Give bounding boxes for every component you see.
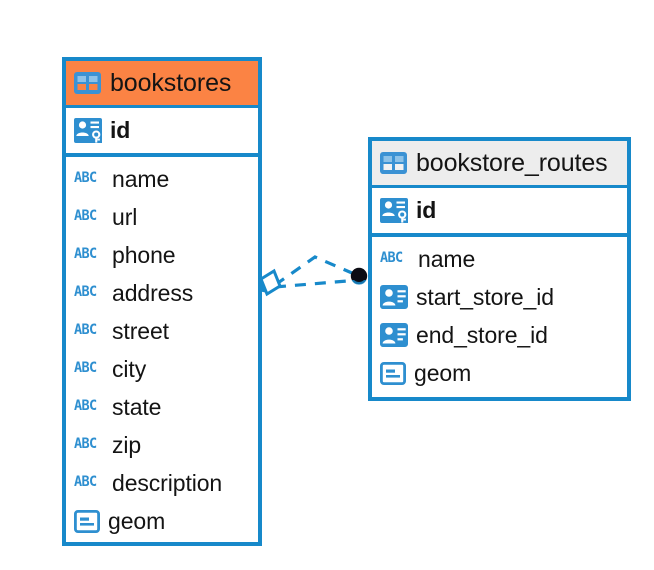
table-icon [380, 152, 407, 174]
geometry-icon [380, 361, 406, 385]
field-label: geom [108, 507, 166, 534]
entity-title: bookstore_routes [416, 148, 608, 177]
relationship-line-upper [274, 255, 360, 287]
field-row-url[interactable]: ABC url [66, 198, 258, 236]
entity-title: bookstores [110, 68, 232, 97]
field-row-geom[interactable]: geom [66, 502, 258, 540]
abc-text-icon: ABC [380, 249, 403, 267]
field-label: address [112, 279, 194, 306]
field-row-city[interactable]: ABC city [66, 350, 258, 388]
field-list-bookstores: ABC name ABC url ABC phone ABC address A… [66, 157, 258, 542]
field-label: id [110, 116, 131, 143]
field-label: street [112, 317, 169, 344]
field-row-end-store-id[interactable]: end_store_id [372, 316, 627, 354]
field-label: name [112, 165, 170, 192]
field-row-id[interactable]: id [372, 191, 627, 229]
abc-text-icon: ABC [74, 359, 97, 377]
abc-text-icon: ABC [74, 473, 97, 491]
field-row-start-store-id[interactable]: start_store_id [372, 278, 627, 316]
field-label: url [112, 203, 138, 230]
foreign-key-icon [380, 285, 408, 309]
field-row-state[interactable]: ABC state [66, 388, 258, 426]
field-row-id[interactable]: id [66, 111, 258, 149]
entity-table-bookstores[interactable]: bookstores id ABC nam [62, 57, 262, 546]
field-list-bookstore-routes: ABC name start_store_id [372, 237, 627, 394]
field-label: city [112, 355, 147, 382]
field-row-geom[interactable]: geom [372, 354, 627, 392]
entity-table-bookstore-routes[interactable]: bookstore_routes id ABC [368, 137, 631, 401]
table-icon [74, 72, 101, 94]
primary-key-icon [380, 197, 408, 223]
field-row-name[interactable]: ABC name [372, 240, 627, 278]
abc-text-icon: ABC [74, 397, 97, 415]
field-row-street[interactable]: ABC street [66, 312, 258, 350]
primary-key-section-bookstores: id [66, 108, 258, 157]
geometry-icon [74, 509, 100, 533]
abc-text-icon: ABC [74, 283, 97, 301]
entity-header-bookstores[interactable]: bookstores [66, 61, 258, 108]
abc-text-icon: ABC [74, 169, 97, 187]
field-row-phone[interactable]: ABC phone [66, 236, 258, 274]
field-row-address[interactable]: ABC address [66, 274, 258, 312]
field-label: name [418, 245, 476, 272]
relationship-line-lower [274, 278, 360, 289]
field-row-description[interactable]: ABC description [66, 464, 258, 502]
abc-text-icon: ABC [74, 207, 97, 225]
field-label: phone [112, 241, 176, 268]
field-label: start_store_id [416, 283, 554, 310]
field-label: end_store_id [416, 321, 548, 348]
entity-header-bookstore-routes[interactable]: bookstore_routes [372, 141, 627, 188]
relationship-connector[interactable] [255, 243, 385, 317]
field-row-zip[interactable]: ABC zip [66, 426, 258, 464]
field-label: geom [414, 359, 472, 386]
filled-circle-marker [350, 267, 368, 285]
foreign-key-icon [380, 323, 408, 347]
primary-key-section-bookstore-routes: id [372, 188, 627, 237]
field-label: description [112, 469, 223, 496]
abc-text-icon: ABC [74, 245, 97, 263]
abc-text-icon: ABC [74, 435, 97, 453]
field-label: zip [112, 431, 142, 458]
field-label: state [112, 393, 162, 420]
abc-text-icon: ABC [74, 321, 97, 339]
field-row-name[interactable]: ABC name [66, 160, 258, 198]
primary-key-icon [74, 117, 102, 143]
field-label: id [416, 196, 437, 223]
